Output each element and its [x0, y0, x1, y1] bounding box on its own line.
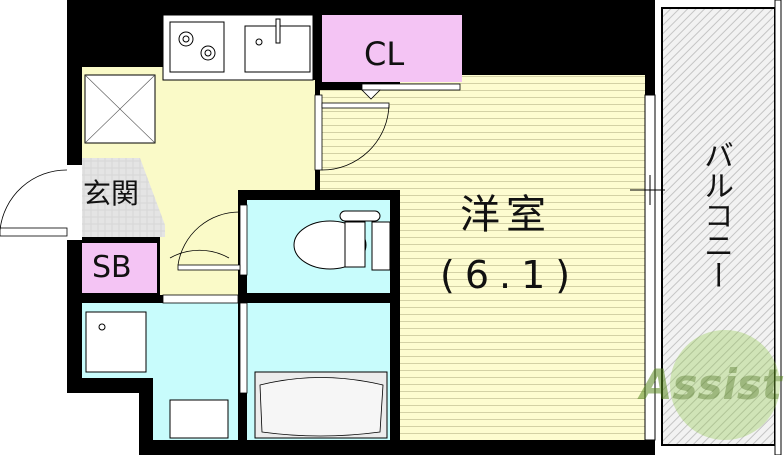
- western-room-label: 洋室: [460, 192, 552, 238]
- toilet-room: [177, 200, 391, 293]
- bathroom: [239, 302, 390, 440]
- closet: [322, 15, 462, 100]
- washroom: [82, 249, 239, 440]
- closet-label: CL: [364, 35, 405, 73]
- western-room-size: (6.1): [440, 253, 581, 297]
- room-door[interactable]: [314, 94, 390, 171]
- shoe-box-label: SB: [92, 250, 132, 285]
- entrance-label: 玄関: [83, 177, 140, 210]
- balcony-label: バルコニー: [698, 140, 733, 290]
- kitchen-area: [82, 14, 320, 295]
- balcony: [655, 0, 784, 455]
- assist-logo: Assist: [640, 330, 782, 440]
- assist-logo-text: Assist: [640, 360, 782, 409]
- shoe-box: [82, 243, 157, 293]
- western-room: [320, 0, 665, 441]
- entrance: [0, 158, 165, 240]
